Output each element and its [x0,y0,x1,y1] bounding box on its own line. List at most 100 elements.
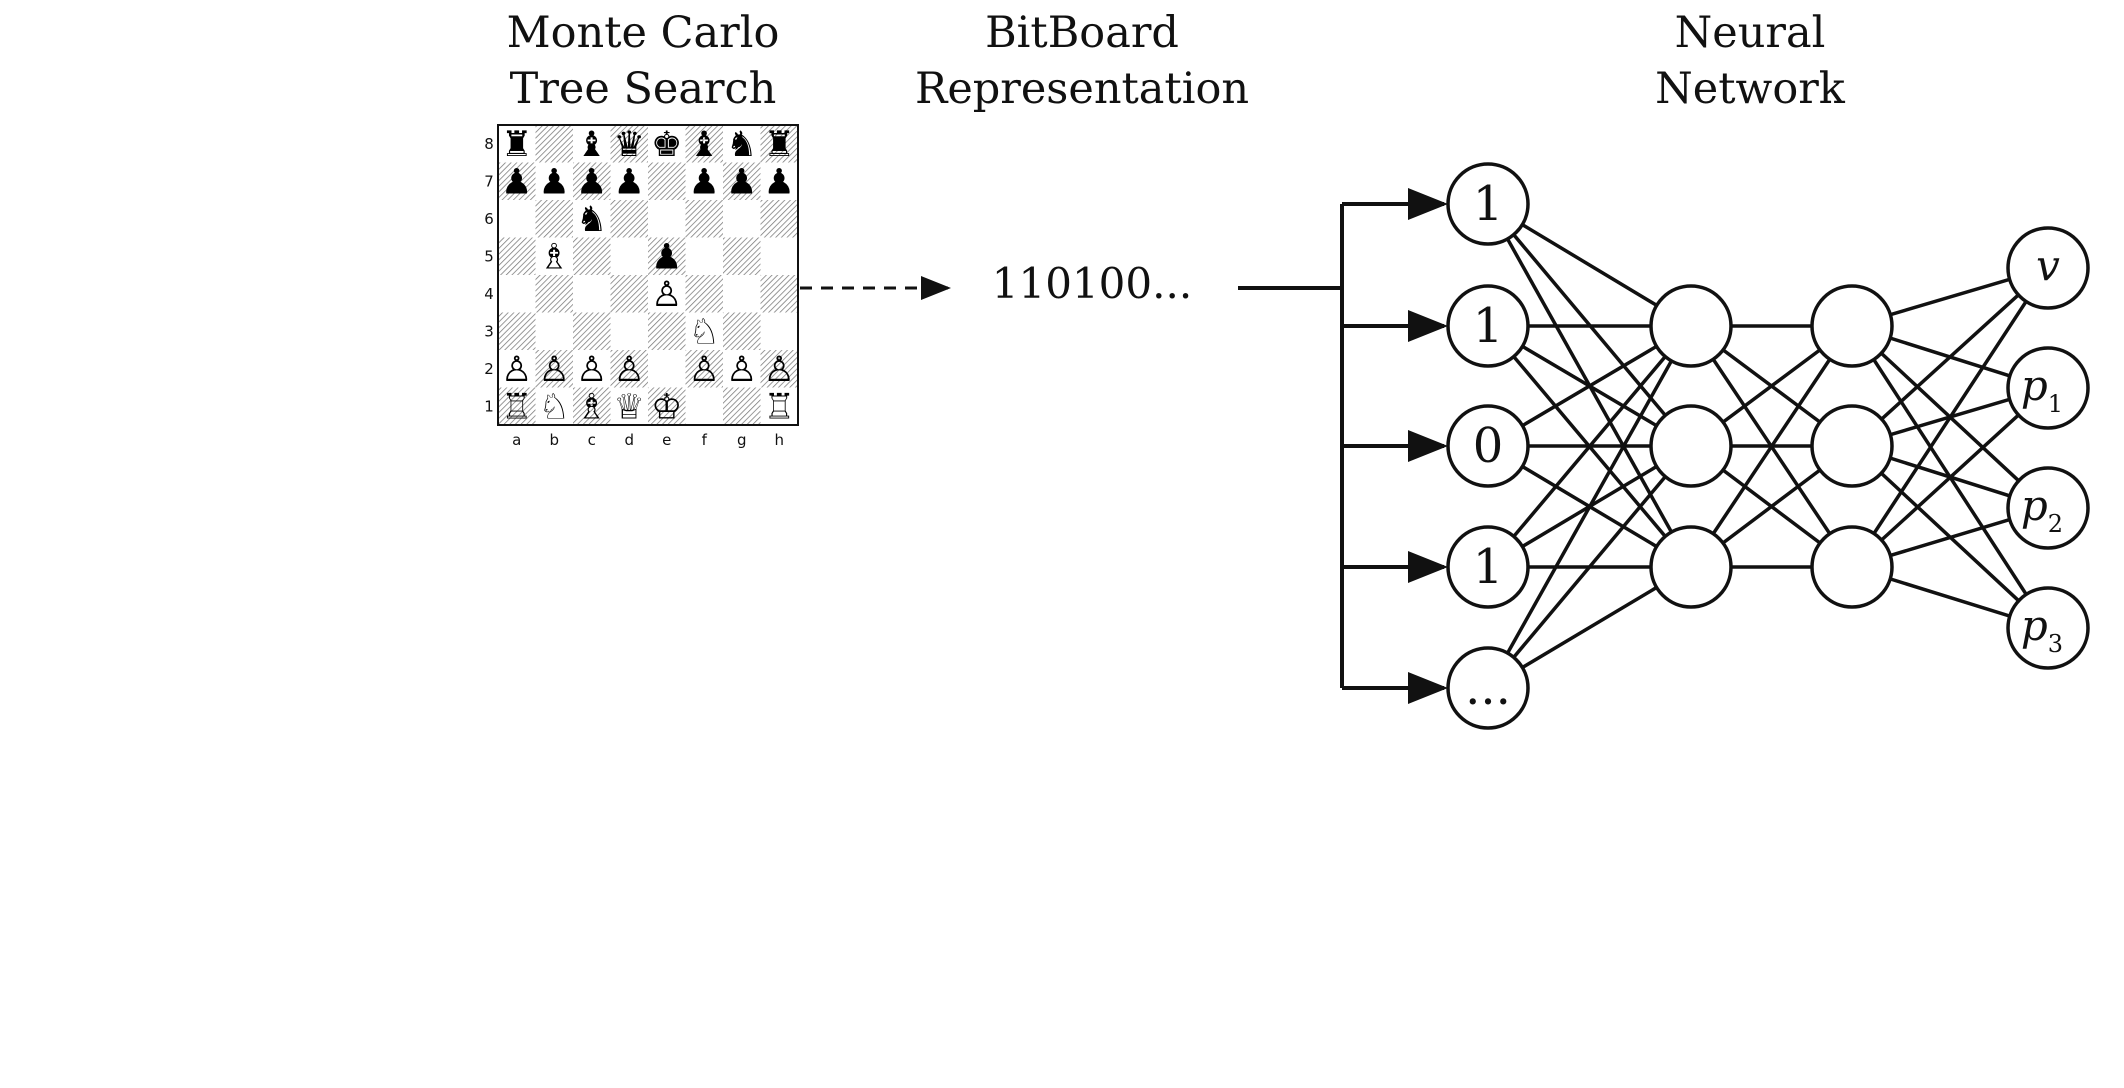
chess-piece: ♙ [539,350,570,390]
board-square [685,200,723,238]
board-square [498,162,536,200]
board-square [535,387,573,425]
board-square [573,312,611,350]
board-square [573,125,611,163]
input-node-label: 1 [1473,539,1504,595]
chess-piece: ♗ [539,237,570,277]
file-label: g [737,431,747,449]
output-symbol: v [2036,241,2060,290]
board-square [723,350,761,388]
rank-label: 5 [484,247,494,265]
board-square [723,200,761,238]
chess-piece: ♖ [501,387,532,427]
board-square [648,162,686,200]
board-square [610,162,648,200]
bitboard-title-line1: BitBoard [985,8,1179,58]
chess-piece: ♘ [689,312,720,352]
hidden-node [1810,525,1894,609]
chess-piece: ♙ [764,350,795,390]
board-square [760,387,798,425]
board-square [648,350,686,388]
nn-title-line2: Network [1655,64,1846,114]
board-square [610,237,648,275]
connection-line [1486,444,1693,690]
output-subscript: 1 [2048,390,2063,418]
board-square [535,312,573,350]
board-square [723,125,761,163]
chess-piece: ♞ [726,125,757,165]
output-node-label: v [2036,241,2060,290]
output-subscript: 2 [2048,510,2063,538]
chess-piece: ♟ [651,237,682,277]
board-square [535,125,573,163]
connections [1486,202,2050,690]
board-square [498,275,536,313]
rank-label: 3 [484,322,494,340]
bitboard-title-line2: Representation [915,64,1249,114]
board-square [760,275,798,313]
board-square [610,312,648,350]
output-symbol: p [2021,361,2048,410]
input-node-label: 1 [1473,176,1504,232]
chess-piece: ♟ [539,162,570,202]
board-square [610,387,648,425]
board-square [648,387,686,425]
board-square [648,237,686,275]
chess-piece: ♙ [689,350,720,390]
board-square [685,162,723,200]
board-square [685,387,723,425]
board-square [498,125,536,163]
board-square [760,125,798,163]
input-node [1446,404,1530,488]
rank-label: 7 [484,172,494,190]
output-subscript: 3 [2048,630,2063,658]
connection-line [1850,266,2050,448]
chess-piece: ♙ [576,350,607,390]
output-node-label: p3 [2021,601,2063,658]
board-square [610,350,648,388]
hidden-node [1810,284,1894,368]
board-square [573,350,611,388]
chess-piece: ♟ [614,162,645,202]
board-square [573,200,611,238]
bitboard-value: 110100... [992,259,1192,308]
board-border [497,124,799,426]
input-node [1446,525,1530,609]
chess-piece: ♜ [764,125,795,165]
chess-piece: ♟ [764,162,795,202]
connection-line [1850,267,2050,568]
board-square [535,275,573,313]
input-node [1446,284,1530,368]
input-node-label: 0 [1473,418,1504,474]
chessboard: ♜♝♛♚♝♞♜♟♟♟♟♟♟♟♞♗♟♙♘♙♙♙♙♙♙♙♖♘♗♕♔♖87654321… [484,124,799,449]
board-square [760,350,798,388]
board-square [723,387,761,425]
file-label: b [549,431,559,449]
chess-piece: ♕ [614,387,645,427]
file-label: c [588,431,596,449]
chess-piece: ♟ [689,162,720,202]
output-node [2006,346,2090,430]
output-symbol: p [2021,481,2048,530]
rank-label: 8 [484,135,494,153]
file-label: d [624,431,634,449]
chess-piece: ♙ [614,350,645,390]
output-node [2006,586,2090,670]
rank-label: 4 [484,285,494,303]
board-square [498,387,536,425]
board-square [760,162,798,200]
chess-piece: ♝ [689,125,720,165]
board-square [760,237,798,275]
rank-label: 1 [484,397,494,415]
input-node-label: 1 [1473,298,1504,354]
board-square [723,237,761,275]
board-square [685,237,723,275]
chess-piece: ♜ [501,125,532,165]
chess-piece: ♞ [576,200,607,240]
board-square [498,237,536,275]
board-square [685,275,723,313]
chess-piece: ♚ [651,125,682,165]
board-square [573,387,611,425]
